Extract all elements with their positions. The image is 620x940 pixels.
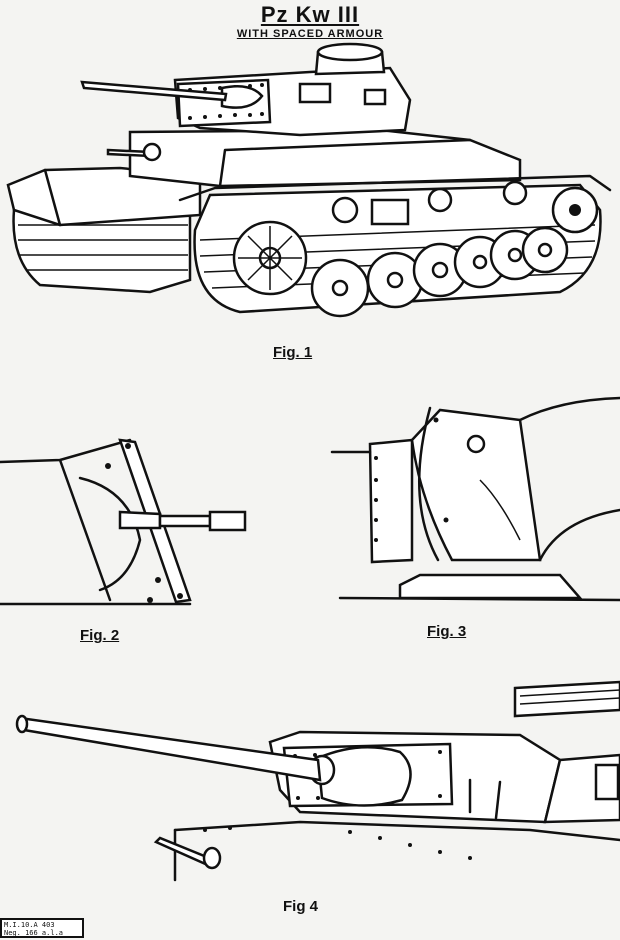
fig4-gun-mantlet [316, 745, 412, 807]
fig4-turret-lines [468, 778, 502, 820]
fig2-detail [0, 438, 247, 606]
fig3-spaced-plate [410, 408, 542, 562]
fig4-hull-roof [173, 820, 620, 842]
fig3-caption: Fig. 3 [427, 623, 467, 640]
fig4-tow-hook [202, 846, 222, 870]
fig1-mg-ball-mount [142, 142, 162, 162]
fig4-caption: Fig 4 [283, 898, 319, 915]
fig4-cupola-base [513, 680, 620, 718]
fig1-side-escape-hatch [370, 198, 410, 226]
diagram-subtitle: WITH SPACED ARMOUR [236, 28, 384, 40]
archive-stamp: M.I.10.A 403 Neg. 166 a.l.a [0, 918, 84, 938]
fig1-superstructure [128, 128, 522, 188]
fig2-muzzle [208, 510, 247, 532]
stamp-line-2: Neg. 166 a.l.a [4, 929, 64, 937]
fig1-gun-barrel [80, 80, 228, 102]
stamp-line-1: M.I.10.A 403 [4, 921, 55, 929]
fig3-rivets [374, 417, 449, 542]
fig1-caption: Fig. 1 [273, 344, 313, 361]
fig1-right-track-links [199, 224, 596, 289]
fig4-detail [15, 680, 620, 882]
fig1-return-rollers [331, 180, 528, 224]
fig3-hull-front [368, 438, 414, 564]
diagram-title: Pz Kw III [260, 2, 360, 27]
fig1-vision-port [363, 88, 387, 106]
fig2-plate-bolts [105, 443, 183, 599]
fig4-cupola-rings [519, 689, 620, 705]
fig1-sprocket-spokes [238, 226, 302, 290]
fig1-road-wheels [310, 226, 569, 318]
fig1-left-track [12, 208, 192, 294]
fig3-superstructure-side [538, 508, 620, 562]
fig3-vision-port [466, 434, 486, 454]
fig1-turret-hatch [298, 82, 332, 104]
fig3-plate-edge [418, 406, 440, 562]
fig1-idler-hub [569, 204, 581, 216]
fig2-foot-bolt [147, 597, 153, 603]
fig1-gun-mantlet [220, 85, 264, 109]
fig4-side-hatch [594, 763, 620, 801]
fig1-superstructure-edge [218, 138, 472, 188]
fig1-left-track-links [18, 224, 188, 271]
fig3-superstructure-top [518, 396, 620, 422]
fig1-nose-edge [43, 168, 62, 227]
fig2-gun-barrel [158, 514, 212, 528]
fig2-caption: Fig. 2 [80, 627, 120, 644]
fig2-mantlet-front [58, 458, 112, 602]
fig3-detail [330, 396, 620, 602]
fig1-cupola-top [316, 42, 384, 62]
fig1-mudguard [178, 174, 612, 202]
fig3-base-step [398, 573, 583, 600]
fig2-mantlet-curve [78, 476, 142, 592]
fig3-plate-lines [479, 419, 541, 561]
fig4-hull-rivets [203, 826, 472, 860]
fig2-gun-collar [118, 510, 162, 530]
fig1-tank [6, 42, 612, 318]
fig4-muzzle [15, 714, 29, 734]
fig2-turret-roof [0, 438, 132, 464]
